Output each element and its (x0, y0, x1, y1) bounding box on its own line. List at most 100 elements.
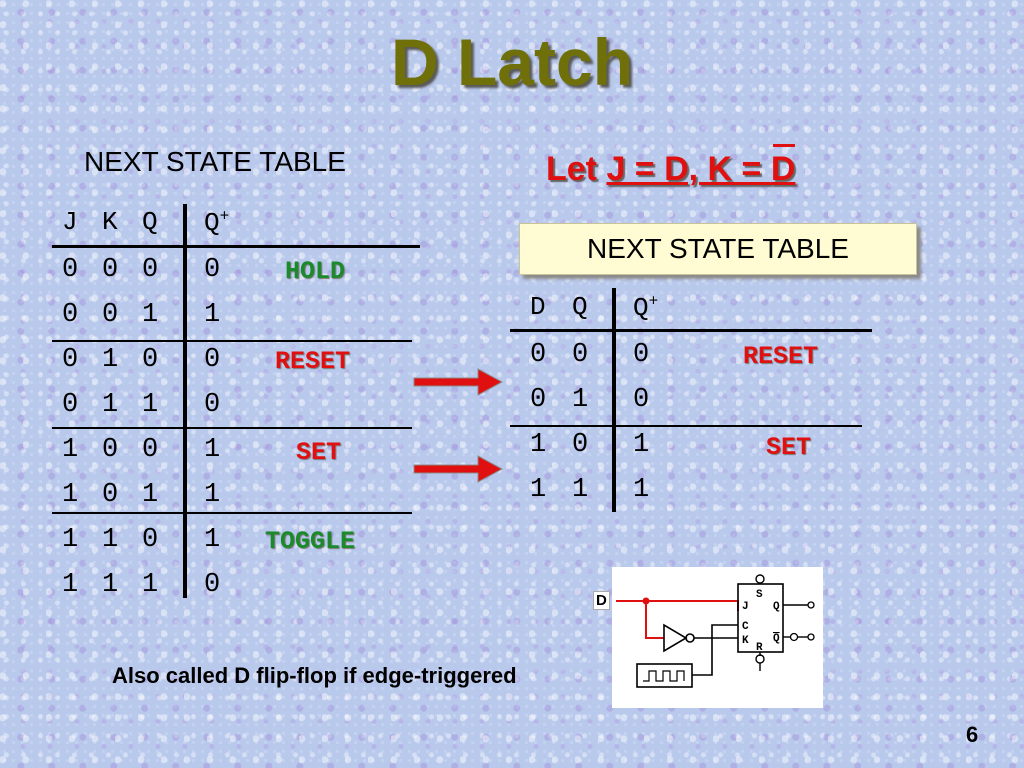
cell-k: 1 (102, 345, 119, 375)
cell-k: 1 (102, 390, 119, 420)
input-wire (616, 600, 739, 611)
cell-qnext: 0 (204, 255, 221, 285)
right-header-qnext: Q+ (633, 292, 658, 323)
let-prefix: Let (546, 150, 607, 188)
cell-q: 0 (142, 255, 159, 285)
right-table-heading: NEXT STATE TABLE (519, 223, 917, 275)
set-bubble (755, 574, 765, 584)
d-latch-circuit-diagram: J C K S R Q Q (612, 567, 823, 708)
cell-qnext: 1 (204, 480, 221, 510)
cell-k: 0 (102, 255, 119, 285)
cell-qnext: 0 (204, 390, 221, 420)
cell-k: 0 (102, 435, 119, 465)
clock-waveform-icon (643, 670, 685, 682)
slide-title: D Latch (390, 25, 634, 99)
cell-qnext: 0 (204, 570, 221, 600)
cell-q: 1 (572, 385, 589, 415)
state-label-reset: RESET (275, 347, 351, 376)
left-table-header-divider (52, 245, 420, 248)
cell-q: 0 (572, 340, 589, 370)
cell-j: 0 (62, 345, 79, 375)
inverter-input-wire (645, 601, 664, 639)
cell-d: 0 (530, 340, 547, 370)
clock-source-box (636, 663, 693, 688)
cell-qnext: 0 (633, 340, 650, 370)
cell-q: 1 (142, 300, 159, 330)
let-overlined: D (770, 150, 796, 188)
cell-j: 1 (62, 570, 79, 600)
cell-qnext: 1 (633, 430, 650, 460)
pin-s-label: S (756, 589, 763, 601)
let-dbar: D (770, 144, 796, 188)
cell-j: 1 (62, 435, 79, 465)
right-table-header-divider (510, 329, 872, 332)
pin-qbar-label: Q (773, 633, 780, 645)
let-underlined: J = D, K = (606, 150, 771, 188)
clock-wire (692, 624, 738, 676)
cell-d: 0 (530, 385, 547, 415)
right-header-qnext-text: Q+ (633, 292, 659, 323)
cell-k: 1 (102, 525, 119, 555)
cell-q: 0 (572, 430, 589, 460)
left-header-qnext: Q+ (204, 207, 229, 238)
cell-k: 1 (102, 570, 119, 600)
left-header-q: Q (142, 207, 158, 237)
pin-r-label: R (756, 642, 763, 654)
qbar-terminal (807, 633, 815, 641)
cell-q: 0 (142, 345, 159, 375)
cell-j: 1 (62, 525, 79, 555)
right-table-group-divider (510, 425, 862, 427)
left-header-qnext-text: Q+ (204, 207, 230, 238)
pin-c-label: C (742, 621, 749, 633)
right-header-q: Q (572, 292, 588, 322)
cell-q: 1 (142, 570, 159, 600)
circuit-schematic: J C K S R Q Q (616, 574, 815, 688)
pin-q-label: Q (773, 601, 780, 613)
cell-qnext: 1 (204, 435, 221, 465)
cell-j: 1 (62, 480, 79, 510)
inverter-gate (663, 623, 688, 653)
cell-qnext: 0 (204, 345, 221, 375)
left-table-group-divider (52, 427, 412, 429)
cell-k: 0 (102, 300, 119, 330)
left-table-heading: NEXT STATE TABLE (84, 146, 346, 177)
pin-j-label: J (742, 601, 749, 613)
state-label-toggle: TOGGLE (265, 527, 356, 556)
right-arrow-icon (413, 368, 504, 396)
cell-qnext: 1 (633, 475, 650, 505)
footnote: Also called D flip-flop if edge-triggere… (112, 663, 517, 688)
cell-j: 0 (62, 255, 79, 285)
left-header-k: K (102, 207, 118, 237)
cell-q: 1 (572, 475, 589, 505)
cell-j: 0 (62, 390, 79, 420)
overbar-line (772, 144, 796, 147)
cell-q: 0 (142, 525, 159, 555)
left-header-j: J (62, 207, 78, 237)
pin-k-label: K (742, 635, 749, 647)
cell-d: 1 (530, 430, 547, 460)
cell-d: 1 (530, 475, 547, 505)
reset-bubble (755, 654, 765, 664)
cell-qnext: 1 (204, 300, 221, 330)
q-terminal (807, 601, 815, 609)
right-header-d: D (530, 292, 546, 322)
cell-qnext: 0 (633, 385, 650, 415)
state-label-hold: HOLD (285, 257, 346, 286)
right-table-vertical-divider (612, 288, 616, 512)
cell-k: 0 (102, 480, 119, 510)
state-label-reset: RESET (743, 342, 819, 371)
cell-j: 0 (62, 300, 79, 330)
right-arrow-icon (413, 455, 504, 483)
cell-q: 1 (142, 480, 159, 510)
cell-qnext: 1 (204, 525, 221, 555)
left-table-group-divider (52, 340, 412, 342)
page-number: 6 (966, 722, 979, 747)
left-table-vertical-divider (183, 204, 187, 598)
qbar-bubble (789, 632, 799, 642)
let-statement: Let J = D, K = D (546, 144, 796, 189)
cell-q: 0 (142, 435, 159, 465)
state-label-set: SET (766, 433, 812, 462)
circuit-input-label: D (593, 591, 610, 610)
cell-q: 1 (142, 390, 159, 420)
left-table-group-divider (52, 512, 412, 514)
